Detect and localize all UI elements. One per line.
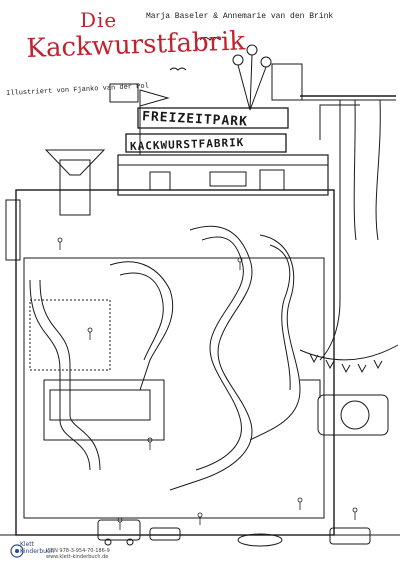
publisher-logo-text: Klett Kinderbuch [20, 541, 54, 555]
title-die: Die [80, 8, 118, 32]
logo-line-1: Klett [20, 541, 34, 548]
authors: Marja Baseler & Annemarie van den Brink [146, 12, 334, 21]
publisher-url: www.klett-kinderbuch.de [46, 554, 109, 560]
klett-logo-icon [10, 544, 24, 558]
isbn-block: ISBN 978-3-954-70-186-9 www.klett-kinder… [46, 548, 110, 560]
isbn: ISBN 978-3-954-70-186-9 [46, 548, 110, 554]
logo-line-2: Kinderbuch [20, 548, 55, 555]
